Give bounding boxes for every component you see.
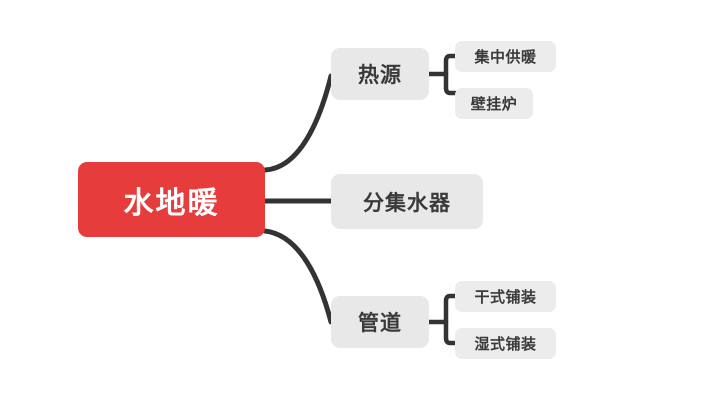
- connector-heatsource-bracket: [443, 53, 458, 96]
- leaf-node-dry-installation[interactable]: 干式铺装: [455, 281, 556, 312]
- leaf-node-wall-boiler[interactable]: 壁挂炉: [455, 88, 533, 119]
- leaf-node-central-heating-label: 集中供暖: [474, 48, 537, 66]
- connector-root-to-pipeline: [262, 228, 334, 325]
- connector-root-to-heatsource: [262, 73, 334, 173]
- root-node[interactable]: 水地暖: [78, 162, 265, 237]
- leaf-node-central-heating[interactable]: 集中供暖: [455, 41, 556, 72]
- connector-pipeline-bracket: [443, 293, 458, 346]
- branch-node-heatsource[interactable]: 热源: [331, 48, 429, 100]
- branch-node-pipeline-label: 管道: [358, 311, 402, 335]
- leaf-node-dry-installation-label: 干式铺装: [474, 288, 537, 306]
- branch-node-manifold-label: 分集水器: [363, 190, 451, 215]
- root-node-label: 水地暖: [123, 185, 220, 221]
- leaf-node-wet-installation[interactable]: 湿式铺装: [455, 328, 556, 359]
- branch-node-manifold[interactable]: 分集水器: [331, 174, 483, 229]
- branch-node-heatsource-label: 热源: [358, 63, 402, 87]
- leaf-node-wall-boiler-label: 壁挂炉: [470, 95, 518, 113]
- leaf-node-wet-installation-label: 湿式铺装: [474, 335, 537, 353]
- branch-node-pipeline[interactable]: 管道: [331, 296, 429, 348]
